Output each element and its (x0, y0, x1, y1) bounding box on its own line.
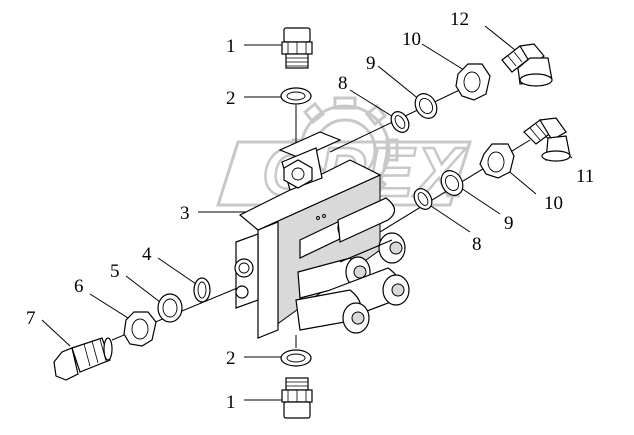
part-8-right-oring (413, 188, 433, 210)
part-1-top-fitting (281, 27, 313, 69)
callout-8-right: 8 (472, 234, 482, 255)
part-7-connector (53, 337, 113, 381)
callout-7: 7 (26, 308, 36, 329)
part-5-washer (157, 293, 183, 323)
callout-2-bottom: 2 (226, 348, 236, 369)
callout-9-top: 9 (366, 53, 376, 74)
part-10-top-nut (455, 63, 491, 101)
callout-labels: 1 2 3 4 5 6 7 8 9 10 12 11 10 9 8 2 1 (26, 9, 594, 413)
callout-10-right: 10 (544, 193, 563, 214)
callout-1-top: 1 (226, 36, 236, 57)
callout-5: 5 (110, 261, 120, 282)
callout-2-top: 2 (226, 88, 236, 109)
part-6-nut (123, 311, 157, 347)
part-2-bottom-washer (280, 349, 312, 367)
callout-8-top: 8 (338, 73, 348, 94)
callout-10-top: 10 (402, 29, 421, 50)
part-9-right-washer (440, 170, 464, 196)
part-11-elbow (523, 117, 571, 162)
callout-1-bottom: 1 (226, 392, 236, 413)
part-12-elbow (501, 43, 553, 87)
part-2-top-washer (280, 87, 312, 105)
callout-11: 11 (576, 166, 594, 187)
part-1-bottom-fitting (281, 377, 313, 419)
part-9-top-washer (414, 93, 438, 119)
callout-9-right: 9 (504, 213, 514, 234)
part-3-valve-body (234, 131, 410, 339)
part-8-top-oring (390, 111, 410, 133)
part-10-right-nut (479, 143, 515, 179)
callout-12: 12 (450, 9, 469, 30)
callout-4: 4 (142, 244, 152, 265)
callout-6: 6 (74, 276, 84, 297)
callout-3: 3 (180, 203, 190, 224)
part-4-oring (193, 277, 211, 303)
